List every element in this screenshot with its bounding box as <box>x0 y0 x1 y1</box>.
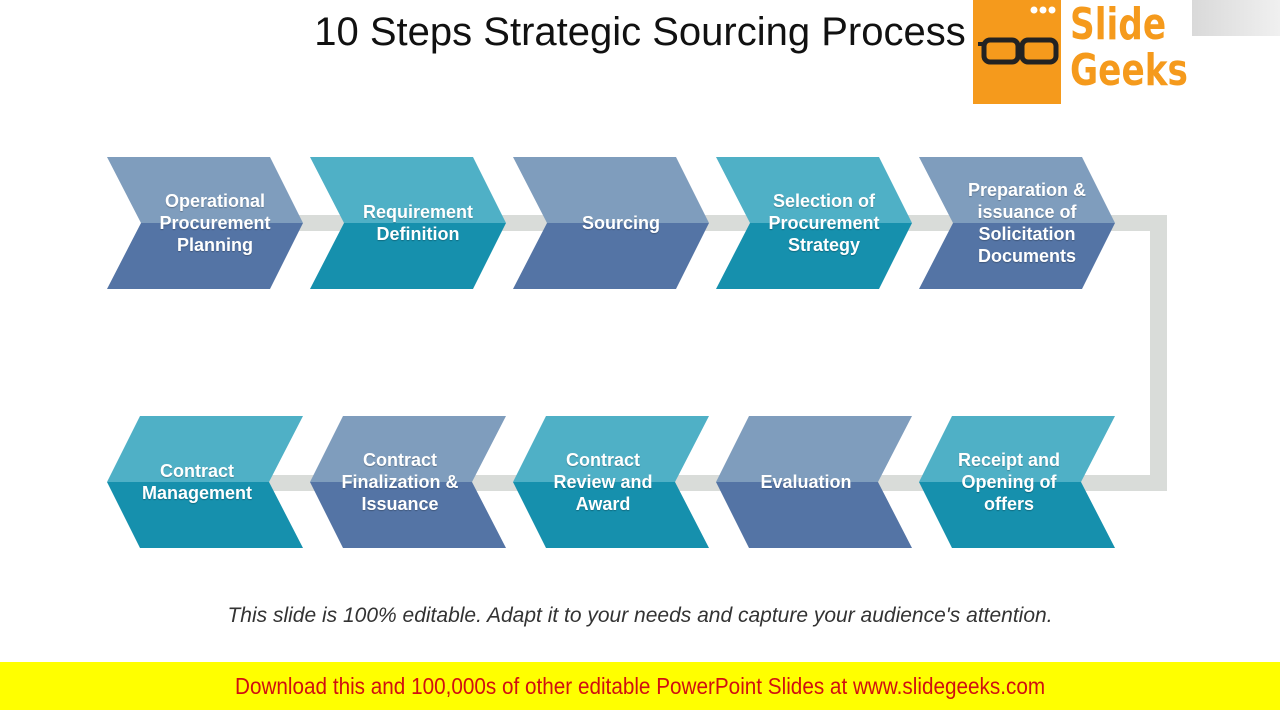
chevron-step-8 <box>513 416 709 548</box>
chevron-top-half <box>716 157 912 223</box>
step-label-8: Contract Review and Award <box>553 450 653 514</box>
chevron-step-7 <box>716 416 912 548</box>
corner-decoration <box>1192 0 1280 36</box>
chevron-step-1 <box>107 157 303 289</box>
download-banner[interactable]: Download this and 100,000s of other edit… <box>0 662 1280 710</box>
step-label-9: Contract Finalization & Issuance <box>341 450 459 514</box>
chevron-bottom-half <box>716 482 912 548</box>
chevron-step-5 <box>919 157 1115 289</box>
chevron-step-10 <box>107 416 303 548</box>
chevron-top-half <box>310 157 506 223</box>
chevron-bottom-half <box>107 223 303 289</box>
chevron-top-half <box>107 157 303 223</box>
step-label-6: Receipt and Opening of offers <box>957 450 1061 514</box>
chevron-step-3 <box>513 157 709 289</box>
chevron-bottom-half <box>716 223 912 289</box>
step-label-7: Evaluation <box>760 472 852 492</box>
slidegeeks-logo[interactable]: Slide Geeks <box>972 0 1192 106</box>
slide-title: 10 Steps Strategic Sourcing Process <box>314 10 966 54</box>
step-label-4: Selection of Procurement Strategy <box>768 191 880 255</box>
chevron-bottom-half <box>513 223 709 289</box>
chevron-top-half <box>107 416 303 482</box>
step-label-5: Preparation & issuance of Solicitation D… <box>967 180 1087 266</box>
chevron-step-4 <box>716 157 912 289</box>
chevron-top-half <box>716 416 912 482</box>
chevron-top-half <box>513 157 709 223</box>
chevron-top-half <box>513 416 709 482</box>
chevron-bottom-half <box>919 223 1115 289</box>
chevron-step-9 <box>310 416 506 548</box>
step-label-3: Sourcing <box>581 213 660 233</box>
step-label-1: Operational Procurement Planning <box>159 191 271 255</box>
chevron-bottom-half <box>310 223 506 289</box>
step-label-2: Requirement Definition <box>362 202 474 244</box>
chevron-bottom-half <box>919 482 1115 548</box>
chevron-top-half <box>919 157 1115 223</box>
chevron-step-2 <box>310 157 506 289</box>
step-label-10: Contract Management <box>141 461 253 503</box>
chevron-bottom-half <box>513 482 709 548</box>
glasses-icon <box>978 6 1059 65</box>
chevron-bottom-half <box>310 482 506 548</box>
chevron-step-6 <box>919 416 1115 548</box>
chevron-top-half <box>919 416 1115 482</box>
chevron-top-half <box>310 416 506 482</box>
slide-caption: This slide is 100% editable. Adapt it to… <box>227 604 1053 627</box>
chevron-group <box>107 157 1115 548</box>
chevron-bottom-half <box>107 482 303 548</box>
banner-text: Download this and 100,000s of other edit… <box>234 672 1046 699</box>
logo-wordmark: Slide Geeks <box>1070 0 1188 96</box>
